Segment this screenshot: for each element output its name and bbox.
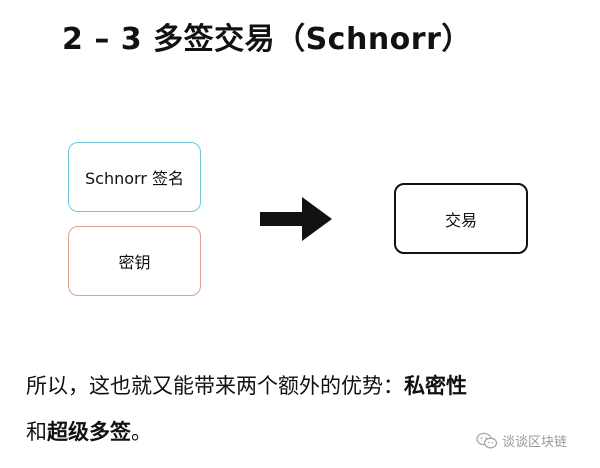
wechat-icon <box>476 432 498 448</box>
watermark-text: 谈谈区块链 <box>502 435 568 450</box>
transaction-label: 交易 <box>444 210 477 230</box>
body-text-plain: 。 <box>131 420 152 444</box>
body-text-plain: 所以，这也就又能带来两个额外的优势： <box>26 374 404 398</box>
super-multisig-emphasis: 超级多签 <box>47 420 131 444</box>
right-arrow-icon <box>260 197 332 241</box>
body-text-plain: 和 <box>26 420 47 444</box>
private-key-label: 密钥 <box>118 253 151 272</box>
schnorr-signature-label: Schnorr 签名 <box>85 169 184 188</box>
body-text-line-1: 所以，这也就又能带来两个额外的优势：私密性 <box>26 370 467 400</box>
page-title: 2 – 3 多签交易（Schnorr） <box>62 22 472 57</box>
watermark: 谈谈区块链 <box>476 431 567 450</box>
private-key-box: 密钥 <box>68 226 201 296</box>
schnorr-signature-box: Schnorr 签名 <box>68 142 201 212</box>
privacy-emphasis: 私密性 <box>404 374 467 398</box>
transaction-box: 交易 <box>394 183 528 254</box>
body-text-line-2: 和超级多签。 <box>26 416 152 446</box>
